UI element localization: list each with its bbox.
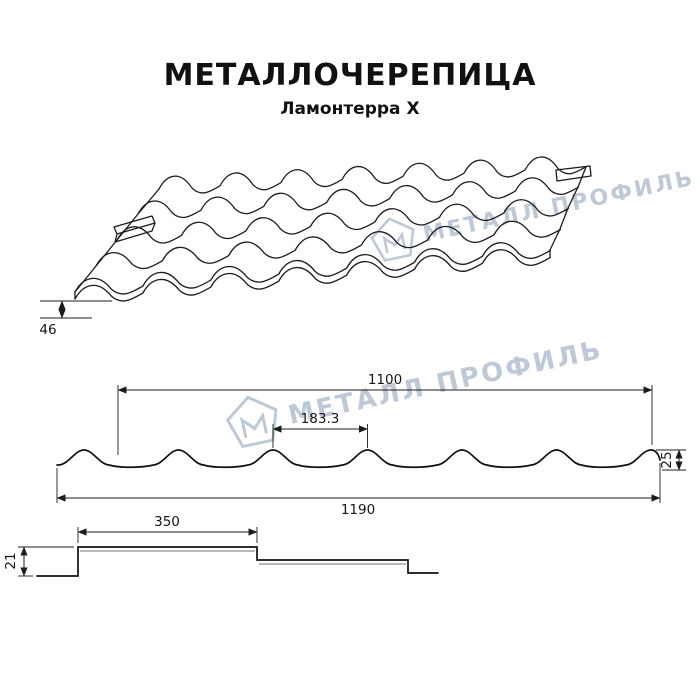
dim-profile-height: 25 — [656, 449, 686, 471]
tile-row-path — [157, 153, 588, 196]
sheet-bottom-edge-path — [73, 244, 552, 306]
metall-profil-logo-icon — [225, 395, 278, 449]
dim-overall-width: 1190 — [56, 463, 661, 518]
metall-profil-logo-icon — [370, 217, 415, 262]
sheet-right-edge — [549, 166, 587, 251]
page-subtitle: Ламонтерра X — [280, 99, 419, 119]
dim-sheet-step-height: 46 — [39, 300, 112, 338]
sheet-left-edge — [74, 188, 160, 293]
dim-cover-width: 1100 — [117, 372, 653, 455]
dim-label-21: 21 — [3, 552, 19, 569]
step-profile-thickness-lines — [80, 550, 406, 565]
dim-label-350: 350 — [154, 514, 180, 530]
dim-label-46: 46 — [39, 322, 56, 338]
page-title: МЕТАЛЛОЧЕРЕПИЦА — [164, 58, 537, 93]
tile-cross-section — [56, 449, 661, 469]
mounting-strip-detail — [113, 215, 156, 243]
dim-label-1100: 1100 — [368, 372, 402, 388]
sheet-corner-lines — [74, 249, 551, 300]
watermark-middle: МЕТАЛЛ ПРОФИЛЬ — [225, 335, 606, 449]
watermark-top: МЕТАЛЛ ПРОФИЛЬ — [370, 166, 697, 262]
profile-path — [56, 449, 661, 469]
tile-sheet-perspective-view — [73, 153, 592, 306]
dim-label-25: 25 — [659, 451, 675, 468]
step-profile-path — [36, 546, 439, 577]
dim-step-height: 21 — [3, 546, 74, 577]
dim-label-1190: 1190 — [341, 502, 375, 518]
dim-wave-pitch: 183.3 — [272, 411, 368, 448]
step-profile-view — [36, 546, 439, 577]
dim-module-length: 350 — [77, 514, 258, 543]
ridge-cap-detail — [555, 165, 592, 182]
dim-label-183-3: 183.3 — [301, 411, 340, 427]
